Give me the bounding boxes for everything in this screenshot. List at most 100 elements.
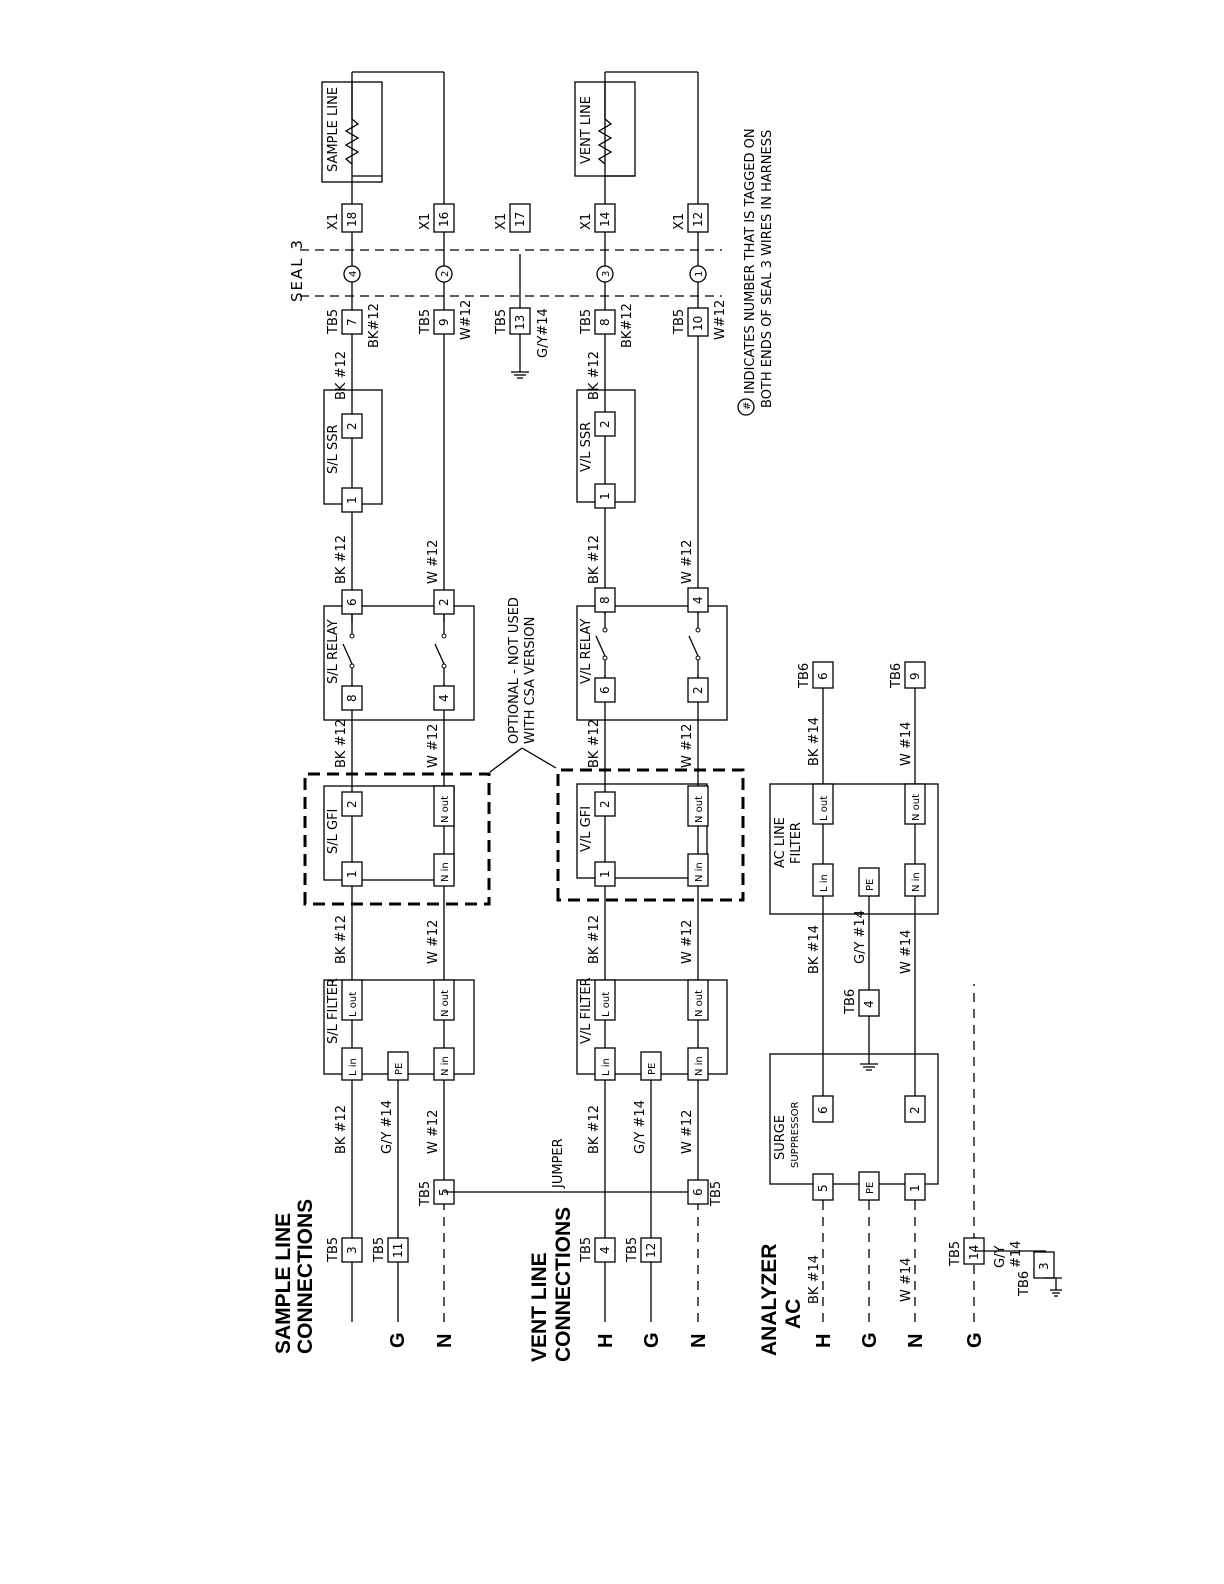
sl-filter-n-in-label: N in (440, 1056, 451, 1076)
vl-gfi-n-out-label: N out (694, 796, 705, 823)
sample-connections-title-2: CONNECTIONS (294, 1199, 317, 1354)
tb5-8-pin: 8 (598, 318, 612, 326)
tb6-9-label: TB6 (889, 663, 904, 689)
sl-relay-label: S/L RELAY (326, 619, 341, 684)
sl-relay-contact-2-node-b (441, 633, 447, 639)
vl-filter-l-out (594, 979, 616, 1021)
sl-gfi-box (323, 785, 455, 881)
tb5-5-label: TB5 (418, 1181, 433, 1207)
tb5-12-label: TB5 (625, 1237, 640, 1263)
seal-circle-3-label: 3 (601, 271, 612, 277)
surge-pin-2-label: 2 (908, 1106, 922, 1114)
tb5-7-pin: 7 (345, 318, 359, 326)
tb6-4-wire-label: G/Y #14 (853, 910, 868, 964)
tb5-14-label: TB5 (948, 1241, 963, 1267)
sl-ssr-pin-2-label: 2 (345, 422, 359, 430)
sample-w12-wire-label-4: W #12 (426, 540, 441, 584)
vl-relay-pin-4-label: 4 (691, 596, 705, 604)
vl-ssr-pin-2-label: 2 (598, 420, 612, 428)
vl-ssr-label: V/L SSR (579, 422, 594, 472)
vl-ssr-pin-1-label: 1 (598, 492, 612, 500)
tb5-9-label: TB5 (418, 309, 433, 335)
sample-line-section: G N 3 TB5 11 TB5 5 TB5 BK #12 G/Y #14 W … (303, 71, 551, 1348)
sl-relay-contact-1-node-a (349, 663, 355, 669)
legend-tag-symbol: # (742, 402, 753, 410)
vl-relay-contact-2-node-a (695, 655, 701, 661)
vl-gfi-n-in (687, 853, 709, 887)
vl-ssr-pin-1 (594, 483, 616, 509)
tb5-9-terminal (433, 309, 455, 335)
tb5-3-pin: 3 (345, 1246, 359, 1254)
sample-gy14-wire-label: G/Y #14 (380, 1100, 395, 1154)
vent-h-letter: H (595, 1334, 617, 1348)
sl-relay-contact-gap-1 (340, 622, 364, 684)
tb5-10-wire-label: W#12 (713, 300, 728, 340)
ac-filter-pe (858, 867, 880, 897)
vl-gfi-pin-1-label: 1 (598, 870, 612, 878)
sl-ssr-label: S/L SSR (326, 424, 341, 474)
sl-filter-l-out (341, 979, 363, 1021)
sl-relay-pin-2-label: 2 (437, 598, 451, 606)
ground-symbol-3 (860, 1063, 878, 1071)
sl-gfi-n-in-label: N in (440, 862, 451, 882)
sl-gfi-n-out-label: N out (440, 796, 451, 823)
sample-line-heater-label: SAMPLE LINE (326, 87, 341, 172)
vl-filter-l-in-label: L in (601, 1058, 612, 1076)
sl-relay-contact-2-node-a (441, 663, 447, 669)
x1-12-pin: 12 (691, 212, 705, 227)
vl-gfi-pin-2-label: 2 (598, 800, 612, 808)
tb5-10-terminal (687, 307, 709, 337)
tb5-6-label: TB5 (709, 1181, 724, 1207)
vl-relay-pin-2-label: 2 (691, 686, 705, 694)
tb5-6-pin: 6 (691, 1188, 705, 1196)
seal-3: SEAL 3 (288, 238, 722, 302)
vl-relay-contact-2-node-b (695, 627, 701, 633)
ac-line-filter-label-1: AC LINE (773, 817, 788, 868)
tb5-14-pin: 14 (967, 1245, 981, 1260)
sample-w12-wire-label-3: W #12 (426, 724, 441, 768)
x1-18-terminal (341, 203, 363, 233)
seal-circle-1-label: 1 (694, 271, 705, 277)
sl-filter-pe (387, 1051, 409, 1081)
tb5-7-label: TB5 (326, 309, 341, 335)
vent-w12-wire-label-3: W #12 (680, 724, 695, 768)
vent-w12-wire-label-2: W #12 (680, 920, 695, 964)
vl-filter-pe (640, 1051, 662, 1081)
legend-tag-circle (737, 398, 755, 416)
tb5-11-pin: 11 (391, 1243, 405, 1258)
x1-17-pin: 17 (513, 212, 527, 227)
legend-line-2: BOTH ENDS OF SEAL 3 WIRES IN HARNESS (760, 130, 775, 408)
tb5-13-wire-label: G/Y#14 (536, 308, 551, 358)
seal-circle-4-label: 4 (348, 271, 359, 277)
analyzer-g-letter: G (859, 1332, 881, 1348)
tb5-12-pin: 12 (644, 1243, 658, 1258)
surge-label-1: SURGE (773, 1115, 788, 1160)
sl-gfi-pin-2 (341, 791, 363, 817)
surge-pin-pe (858, 1171, 880, 1201)
sl-filter-label: S/L FILTER (326, 978, 341, 1044)
surge-pin-5-label: 5 (816, 1184, 830, 1192)
section-titles: SAMPLE LINE CONNECTIONS VENT LINE CONNEC… (272, 1199, 805, 1362)
sl-gfi-optional-box (303, 772, 491, 906)
legend: # INDICATES NUMBER THAT IS TAGGED ON BOT… (737, 128, 775, 416)
vl-filter-l-in (594, 1047, 616, 1081)
vl-gfi-pin-2 (594, 791, 616, 817)
x1-14-label: X1 (579, 213, 594, 230)
sl-ssr-pin-2 (341, 413, 363, 439)
vent-w12-wire-label-1: W #12 (680, 1110, 695, 1154)
x1-18-label: X1 (326, 213, 341, 230)
sl-gfi-pin-1 (341, 861, 363, 887)
seal-3-label: SEAL 3 (288, 238, 306, 302)
ac-filter-l-in-label: L in (819, 874, 830, 892)
tb5-4-label: TB5 (579, 1237, 594, 1263)
tb5-7-terminal (341, 309, 363, 335)
analyzer-h-letter: H (813, 1334, 835, 1348)
x1-16-pin: 16 (437, 212, 451, 227)
vent-gy14-wire-label: G/Y #14 (633, 1100, 648, 1154)
x1-12-label: X1 (672, 213, 687, 230)
vl-relay-label: V/L RELAY (579, 619, 594, 684)
ground-symbol-2 (1044, 1277, 1062, 1297)
surge-suppressor-box (769, 1053, 939, 1185)
vl-filter-n-out (687, 979, 709, 1021)
